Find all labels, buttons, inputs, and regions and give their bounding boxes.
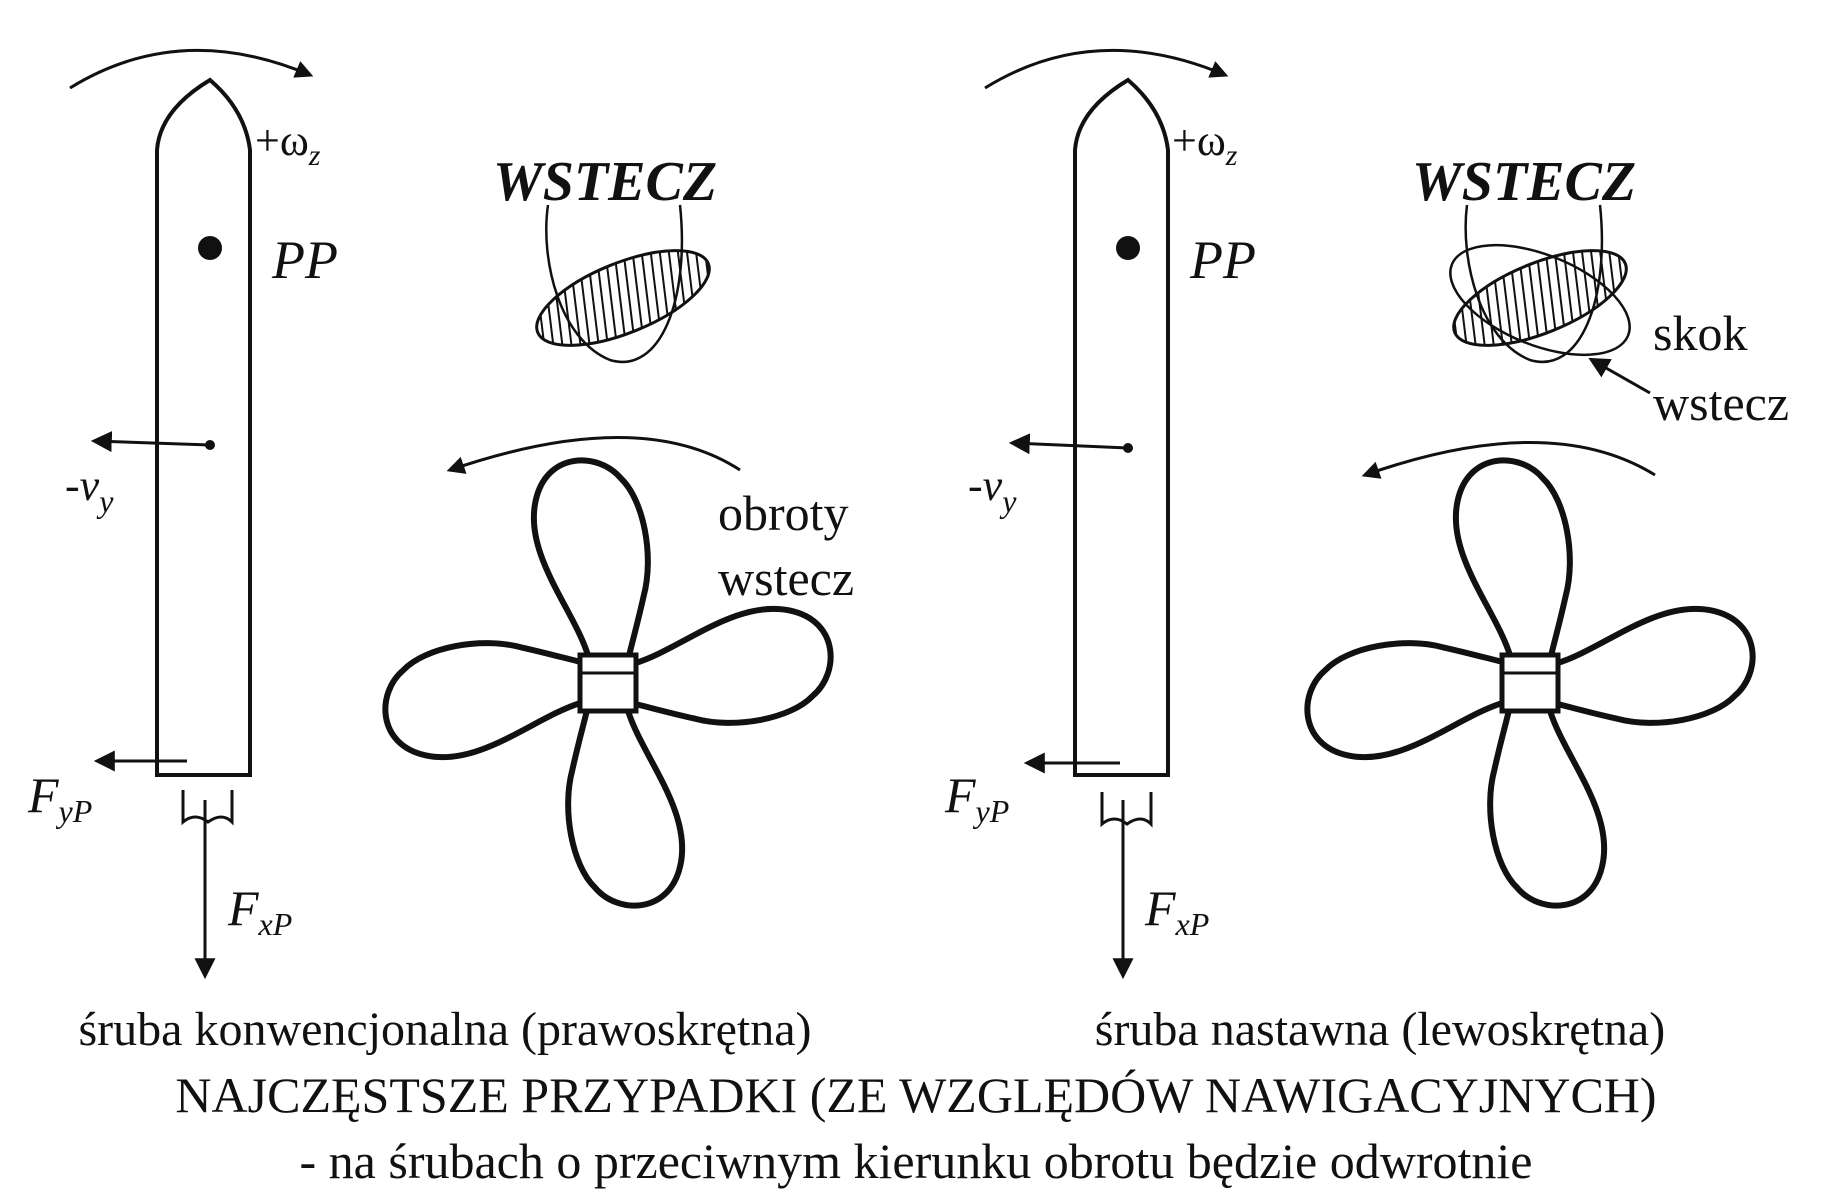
pitch-label-2: wstecz xyxy=(1653,375,1789,431)
ship-hull xyxy=(155,77,252,777)
propeller-left xyxy=(381,456,834,909)
omega-label: +ωz xyxy=(255,116,321,172)
rotation-label-2: wstecz xyxy=(718,550,854,606)
footer-line-2: - na śrubach o przeciwnym kierunku obrot… xyxy=(300,1133,1533,1189)
yaw-rotation-arrow xyxy=(69,48,314,90)
caption-left: śruba konwencjonalna (prawoskrętna) xyxy=(78,1003,811,1056)
pitch-label-1: skok xyxy=(1653,305,1747,361)
panel-left: +ωz PP -vy FyP FxP WSTECZ obroty wstecz xyxy=(27,48,854,1056)
wstecz-label: WSTECZ xyxy=(1412,151,1636,213)
panel-right: +ωz PP -vy FyP FxP WSTECZ skok wstecz xyxy=(944,48,1789,1056)
propeller-right xyxy=(1303,456,1756,909)
caption-right: śruba nastawna (lewoskrętna) xyxy=(1095,1003,1665,1056)
pivot-point-dot xyxy=(198,236,222,260)
rudder xyxy=(181,790,234,826)
rotation-label-1: obroty xyxy=(718,485,849,541)
pp-label: PP xyxy=(1189,230,1256,290)
propeller-rotation-arrow xyxy=(1361,441,1656,479)
propeller-rotation-arrow xyxy=(446,436,741,474)
propeller-hub xyxy=(577,652,639,714)
yaw-rotation-arrow xyxy=(984,48,1229,90)
pp-label: PP xyxy=(271,230,338,290)
omega-label: +ωz xyxy=(1172,116,1238,172)
rudder xyxy=(1100,792,1153,828)
vy-label: -vy xyxy=(968,461,1017,519)
pitch-pointer-arrow xyxy=(1588,357,1651,395)
fyp-label: FyP xyxy=(27,767,92,829)
fyp-label: FyP xyxy=(944,767,1009,829)
ship-hull xyxy=(1073,77,1170,777)
footer-line-1: NAJCZĘSTSZE PRZYPADKI (ZE WZGLĘDÓW NAWIG… xyxy=(175,1067,1656,1123)
fxp-label: FxP xyxy=(227,880,292,942)
wstecz-label: WSTECZ xyxy=(493,151,717,213)
lateral-velocity-arrow xyxy=(90,431,211,453)
propeller-hub xyxy=(1499,652,1561,714)
lateral-velocity-arrow xyxy=(1008,433,1129,455)
blade-section xyxy=(535,204,711,364)
vy-label: -vy xyxy=(65,461,114,519)
pivot-point-dot xyxy=(1116,236,1140,260)
blade-section xyxy=(1449,204,1631,364)
fxp-label: FxP xyxy=(1144,880,1209,942)
